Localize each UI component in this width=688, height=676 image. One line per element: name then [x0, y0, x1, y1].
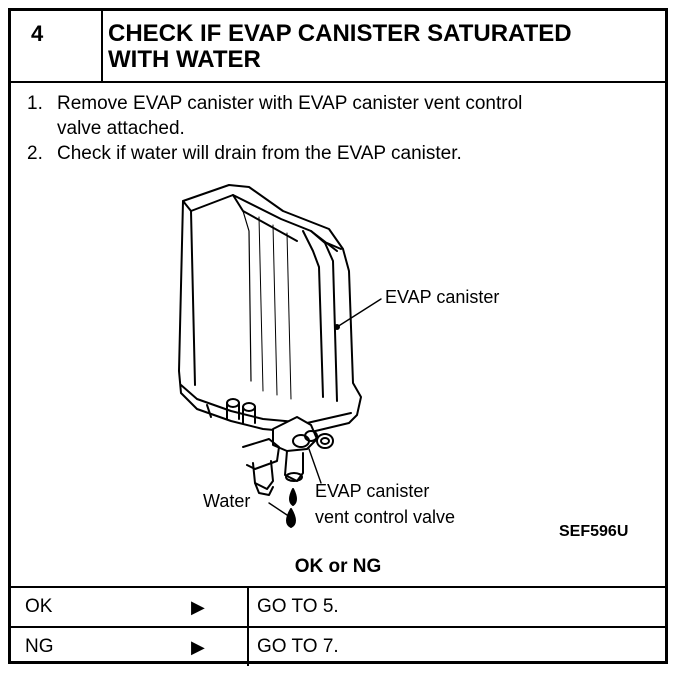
arrow-right-icon: ▶	[191, 637, 205, 657]
instruction-list: 1. Remove EVAP canister with EVAP canist…	[27, 91, 647, 166]
step-header: 4 CHECK IF EVAP CANISTER SATURATED WITH …	[11, 11, 665, 83]
step-number: 4	[11, 11, 103, 81]
vent-valve-label-line2: vent control valve	[315, 507, 456, 527]
result-table: OK ▶ GO TO 5. NG ▶ GO TO 7.	[11, 586, 665, 666]
figure-reference: SEF596U	[559, 523, 629, 540]
result-label: NG	[25, 636, 54, 657]
instruction-item: 1. Remove EVAP canister with EVAP canist…	[27, 91, 647, 141]
arrow-right-icon: ▶	[191, 597, 205, 617]
canister-illustration: EVAP canister EVAP canister vent control…	[11, 171, 665, 551]
evap-canister-label: EVAP canister	[385, 287, 500, 307]
canister-drawing	[178, 184, 382, 528]
goto-action: GO TO 7.	[257, 636, 339, 657]
result-row-ng: NG ▶ GO TO 7.	[11, 626, 665, 666]
step-title-line1: CHECK IF EVAP CANISTER SATURATED	[108, 20, 572, 47]
column-divider	[247, 628, 249, 666]
instruction-number: 1.	[27, 93, 43, 114]
result-row-ok: OK ▶ GO TO 5.	[11, 586, 665, 626]
ok-or-ng-question: OK or NG	[294, 556, 382, 577]
procedure-card: 4 CHECK IF EVAP CANISTER SATURATED WITH …	[8, 8, 668, 666]
water-label: Water	[203, 491, 251, 511]
instruction-item: 2. Check if water will drain from the EV…	[27, 141, 647, 166]
goto-action: GO TO 5.	[257, 596, 339, 617]
vent-valve-label-line1: EVAP canister	[315, 481, 430, 501]
column-divider	[247, 588, 249, 626]
instruction-text-cont: valve attached.	[57, 118, 185, 139]
result-label: OK	[25, 596, 53, 617]
step-title: CHECK IF EVAP CANISTER SATURATED WITH WA…	[108, 21, 648, 73]
instruction-number: 2.	[27, 143, 43, 164]
instruction-text: Check if water will drain from the EVAP …	[57, 143, 462, 164]
instruction-text: Remove EVAP canister with EVAP canister …	[57, 93, 523, 114]
step-title-line2: WITH WATER	[108, 46, 261, 73]
